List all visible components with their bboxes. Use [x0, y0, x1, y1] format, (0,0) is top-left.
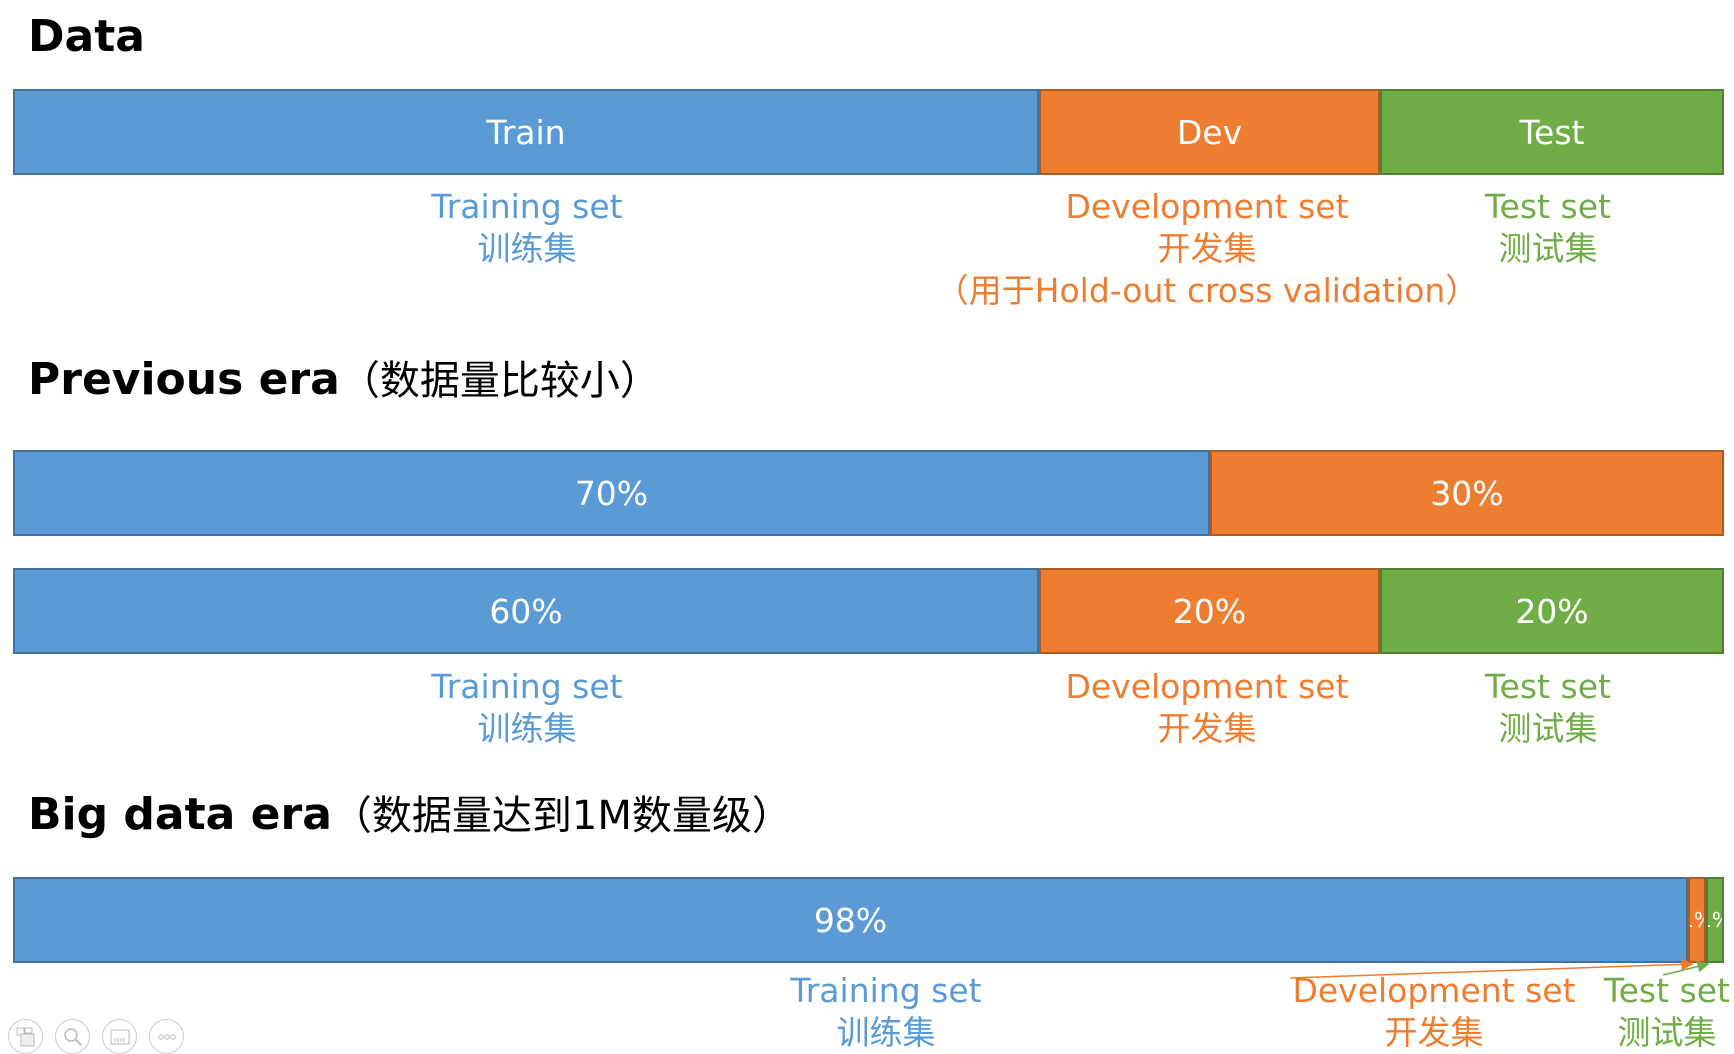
train-segment: 60% [13, 568, 1039, 654]
train-label-zh: 训练集 [477, 709, 577, 748]
section-title-data: Data [28, 11, 145, 62]
slides-icon[interactable] [8, 1019, 43, 1054]
test-segment: Test [1380, 89, 1724, 175]
dev-label-zh: 开发集 [1384, 1013, 1484, 1052]
train-segment: 98% [13, 877, 1688, 963]
test-segment: 30% [1210, 450, 1724, 536]
test-segment: 20% [1380, 568, 1724, 654]
section-title-previous-era: Previous era（数据量比较小） [28, 358, 660, 402]
dev-segment: Dev [1039, 89, 1380, 175]
player-toolbar [8, 1019, 184, 1054]
test-label-en: Test set [1485, 667, 1611, 706]
title-text: Big data era [28, 789, 332, 840]
test-label-zh: 测试集 [1498, 709, 1598, 748]
train-label-zh: 训练集 [477, 229, 577, 268]
dev-label-en: Development set [1065, 667, 1349, 706]
test-label-zh: 测试集 [1617, 1013, 1717, 1052]
dev-arrow [1289, 958, 1694, 979]
title-text: Previous era [28, 354, 340, 405]
dev-label-note: （用于Hold-out cross validation） [935, 271, 1479, 310]
test-label-en: Test set [1604, 971, 1730, 1010]
test-label-en: Test set [1485, 187, 1611, 226]
title-subtitle: （数据量比较小） [339, 358, 660, 404]
train-label-en: Training set [431, 667, 623, 706]
dev-label-zh: 开发集 [1157, 709, 1257, 748]
test-label-zh: 测试集 [1498, 229, 1598, 268]
title-subtitle: （数据量达到1M数量级） [331, 793, 792, 839]
train-label-zh: 训练集 [836, 1013, 936, 1052]
train-segment: 70% [13, 450, 1210, 536]
split-bar-60-20-20: 60% 20% 20% [13, 568, 1724, 654]
dev-label-en: Development set [1065, 187, 1349, 226]
dev-label-en: Development set [1292, 971, 1576, 1010]
test-arrow [1662, 960, 1710, 976]
train-label-en: Training set [431, 187, 623, 226]
dev-segment: 20% [1039, 568, 1380, 654]
more-icon[interactable] [149, 1019, 184, 1054]
subtitles-icon[interactable] [102, 1019, 137, 1054]
train-segment: Train [13, 89, 1039, 175]
data-split-bar: Train Dev Test [13, 89, 1724, 175]
split-bar-98-1-1: 98% 1% 1% [13, 877, 1724, 963]
dev-label-zh: 开发集 [1157, 229, 1257, 268]
section-title-big-data-era: Big data era（数据量达到1M数量级） [28, 793, 792, 837]
train-label-en: Training set [790, 971, 982, 1010]
split-bar-70-30: 70% 30% [13, 450, 1724, 536]
zoom-icon[interactable] [55, 1019, 90, 1054]
test-segment: 1% [1706, 877, 1724, 963]
